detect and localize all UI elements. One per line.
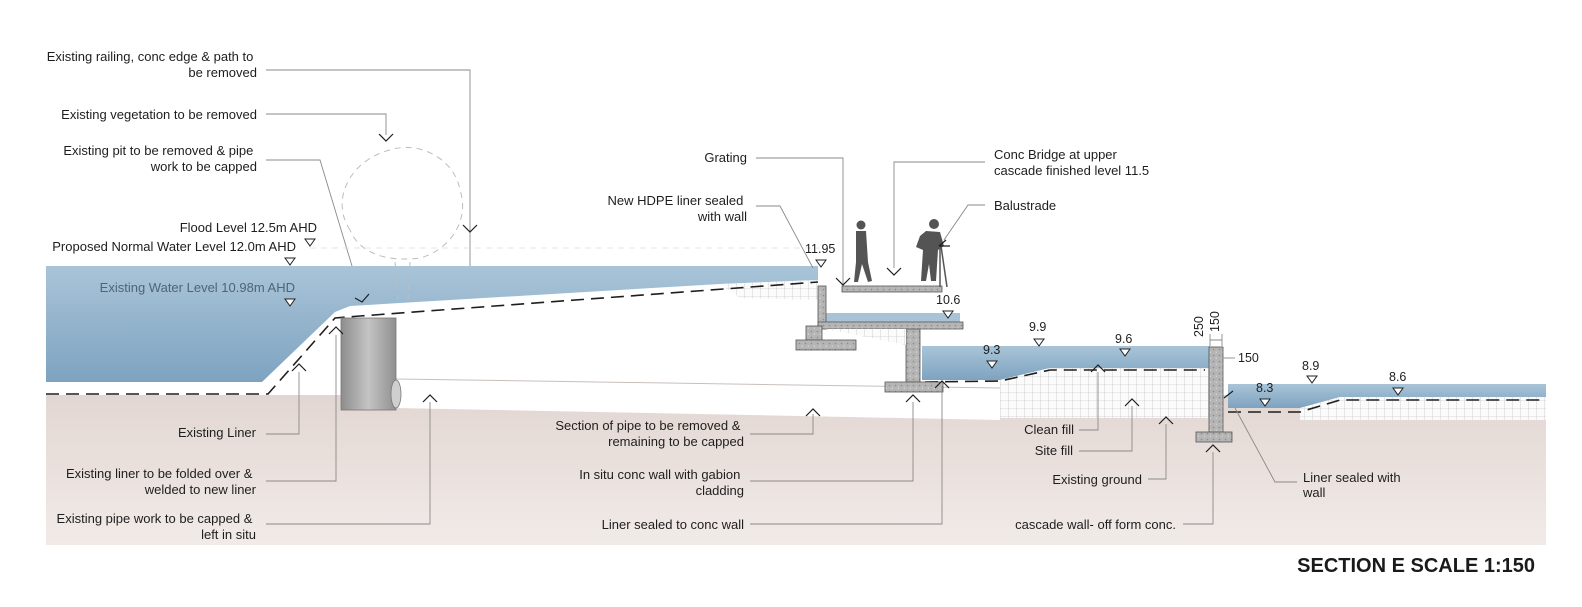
level-150-vertical: 150 <box>1208 311 1222 332</box>
level-8-9: 8.9 <box>1302 359 1319 373</box>
level-10-6: 10.6 <box>936 293 960 307</box>
level-8-3: 8.3 <box>1256 381 1273 395</box>
label-section-pipe: Section of pipe to be removed & remainin… <box>555 418 744 449</box>
label-cascade-wall: cascade wall- off form conc. <box>1015 517 1176 532</box>
pipe-end <box>390 379 402 409</box>
level-9-3: 9.3 <box>983 343 1000 357</box>
section-title: SECTION E SCALE 1:150 <box>1297 555 1535 577</box>
label-liner-conc-wall: Liner sealed to conc wall <box>602 517 744 532</box>
label-conc-bridge: Conc Bridge at upper cascade finished le… <box>994 147 1149 178</box>
level-9-6: 9.6 <box>1115 332 1132 346</box>
label-liner-sealed-wall: Liner sealed with wall <box>1302 470 1404 500</box>
label-clean-fill: Clean fill <box>1024 422 1074 437</box>
label-pit: Existing pit to be removed & pipe work t… <box>63 143 257 174</box>
people-silhouettes <box>854 219 948 288</box>
label-existing-water-level: Existing Water Level 10.98m AHD <box>100 280 295 295</box>
label-balustrade: Balustrade <box>994 198 1056 213</box>
label-liner-folded: Existing liner to be folded over & welde… <box>66 466 257 497</box>
conc-bridge <box>795 285 964 393</box>
existing-pipe-pit <box>340 317 397 411</box>
clean-fill-grid <box>1000 368 1210 418</box>
label-existing-liner: Existing Liner <box>178 425 257 440</box>
existing-liner-line <box>46 281 819 395</box>
level-11-95: 11.95 <box>805 242 835 256</box>
level-9-9: 9.9 <box>1029 320 1046 334</box>
upper-pond-water <box>46 266 818 382</box>
slope-fill-grid <box>720 280 818 300</box>
lower-pond-water <box>1228 384 1546 408</box>
new-liner-line-mid <box>924 369 1205 383</box>
level-markers <box>284 238 1404 407</box>
level-250: 250 <box>1192 316 1206 337</box>
label-normal-water-level: Proposed Normal Water Level 12.0m AHD <box>52 239 296 254</box>
label-insitu-wall: In situ conc wall with gabion cladding <box>579 467 744 498</box>
label-vegetation: Existing vegetation to be removed <box>61 107 257 122</box>
label-flood-level: Flood Level 12.5m AHD <box>180 220 317 235</box>
middle-cascade-water <box>922 346 1210 380</box>
label-existing-ground: Existing ground <box>1052 472 1142 487</box>
lower-fill-grid <box>1300 397 1546 420</box>
level-8-6: 8.6 <box>1389 370 1406 384</box>
leader-lines <box>266 69 1297 525</box>
new-liner-line-low <box>1228 399 1546 413</box>
cascade-wall <box>1195 346 1233 443</box>
label-railing: Existing railing, conc edge & path to be… <box>47 49 257 80</box>
label-site-fill: Site fill <box>1035 443 1073 458</box>
existing-ground-band <box>46 395 1546 545</box>
excavation-void <box>395 375 1000 420</box>
existing-tree-icon <box>341 146 464 301</box>
label-grating: Grating <box>704 150 747 165</box>
label-hdpe-liner: New HDPE liner sealed with wall <box>608 193 748 224</box>
label-pipe-capped: Existing pipe work to be capped & left i… <box>57 511 256 542</box>
level-150: 150 <box>1238 351 1259 365</box>
pointer-chevrons <box>291 133 1234 453</box>
